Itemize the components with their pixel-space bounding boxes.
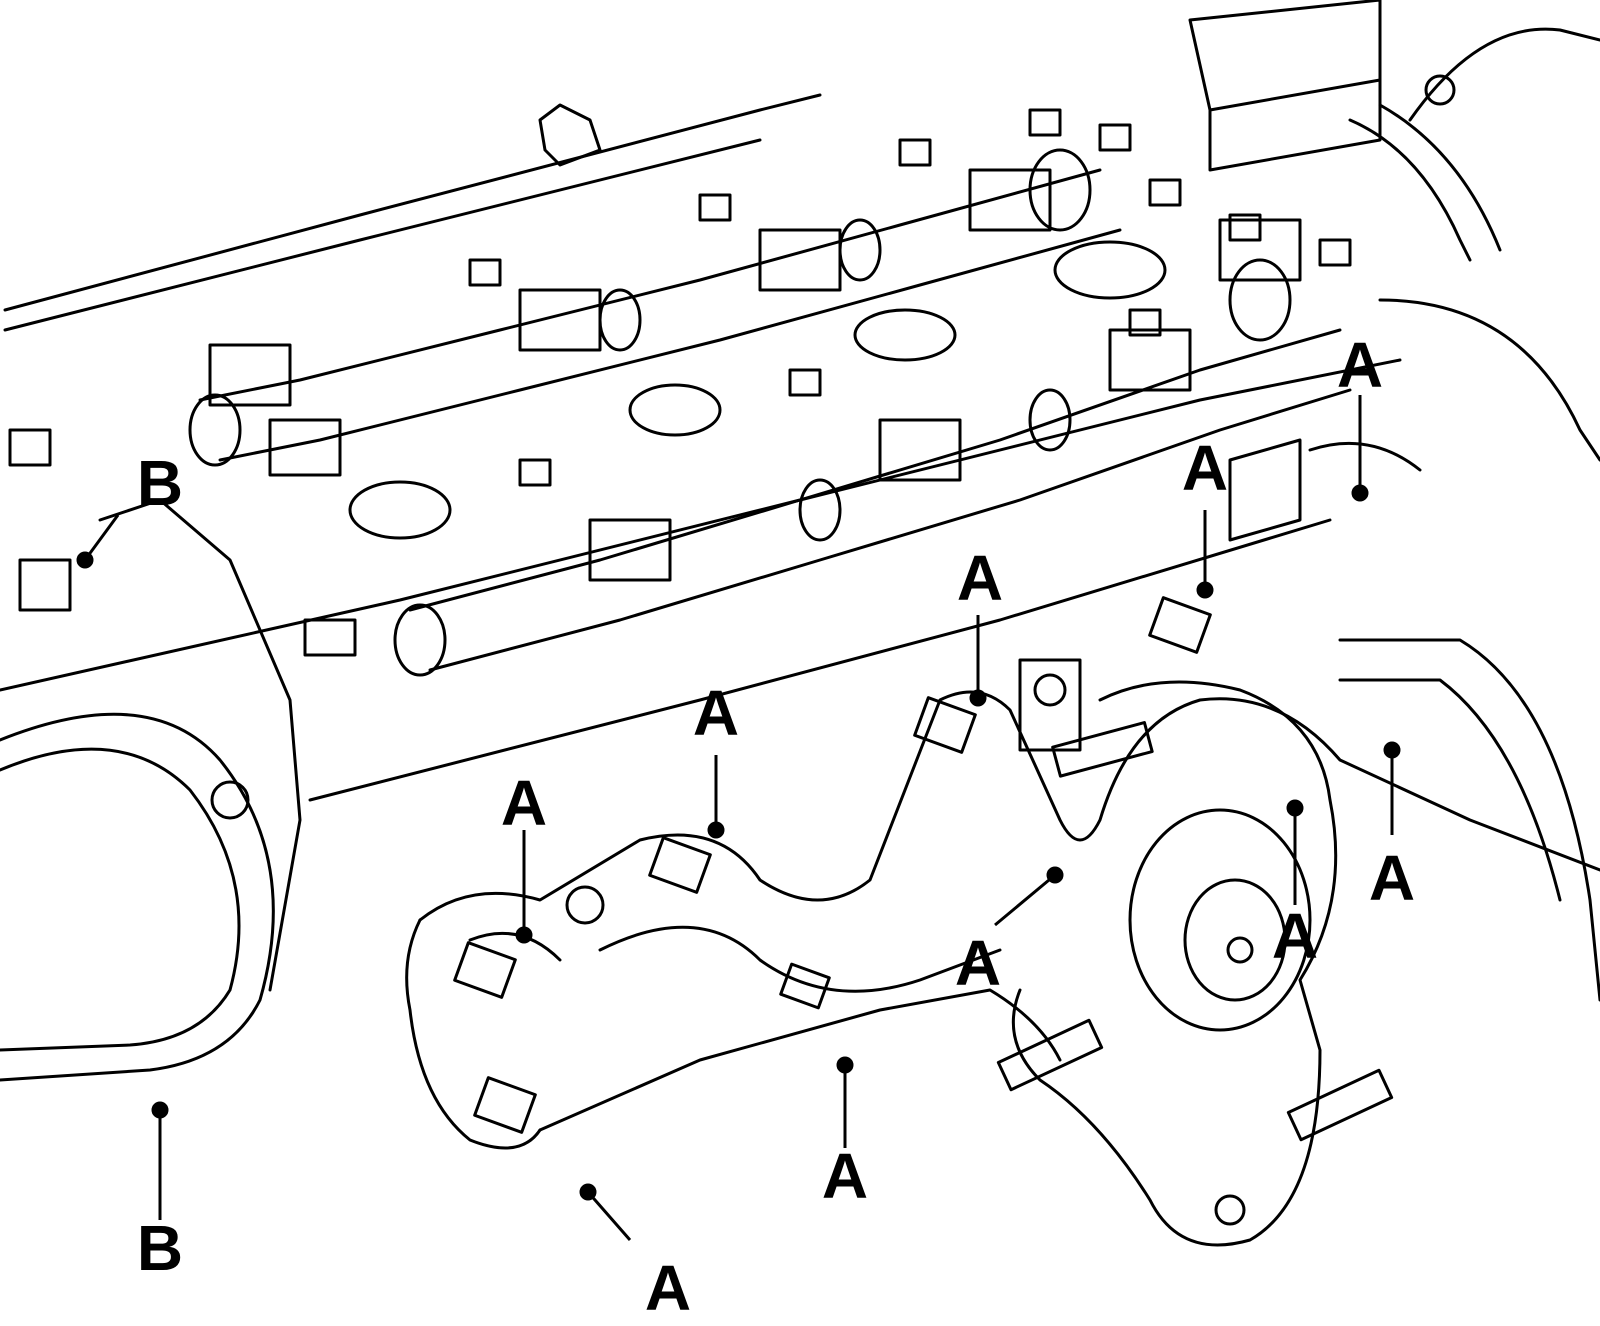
cap-bolts — [8, 108, 1352, 657]
upper-right-brackets — [1188, 0, 1600, 542]
bearing-caps — [208, 168, 1302, 582]
callout-label-a-heat-shield: A — [1337, 329, 1383, 401]
callout-label-a-manifold-left-stud: A — [501, 767, 547, 839]
turbocharger — [1011, 298, 1600, 1247]
manifold-nuts — [453, 596, 1212, 1134]
callout-label-b-bottom: B — [137, 1212, 183, 1284]
callout-label-a-bottom-stud: A — [822, 1140, 868, 1212]
cam-cover-inner — [3, 138, 762, 332]
callout-label-b-top: B — [137, 447, 183, 519]
spark-plug-wells — [348, 240, 1167, 540]
callout-label-a-manifold-lower-left: A — [645, 1252, 691, 1324]
callout-label-a-manifold-right-stud: A — [1182, 432, 1228, 504]
camshaft-lower — [393, 328, 1352, 677]
cam-cover-edge — [3, 93, 822, 312]
callout-label-a-turbo-right: A — [1369, 842, 1415, 914]
callout-leaders — [76, 395, 1401, 1241]
intake-hose — [538, 103, 602, 167]
turbo-studs — [996, 721, 1394, 1142]
callout-label-a-flange: A — [1272, 900, 1318, 972]
callout-label-a-manifold-center-stud: A — [957, 542, 1003, 614]
callout-label-a-manifold-mid-stud: A — [693, 677, 739, 749]
cylinder-head-rail-lower — [308, 518, 1332, 802]
cylinder-head-rail — [0, 358, 1402, 692]
callout-label-a-lower-flange: A — [955, 927, 1001, 999]
callout-labels: B B A A A A A A A A A A A — [137, 329, 1415, 1324]
vacuum-pump-housing — [0, 498, 302, 1082]
